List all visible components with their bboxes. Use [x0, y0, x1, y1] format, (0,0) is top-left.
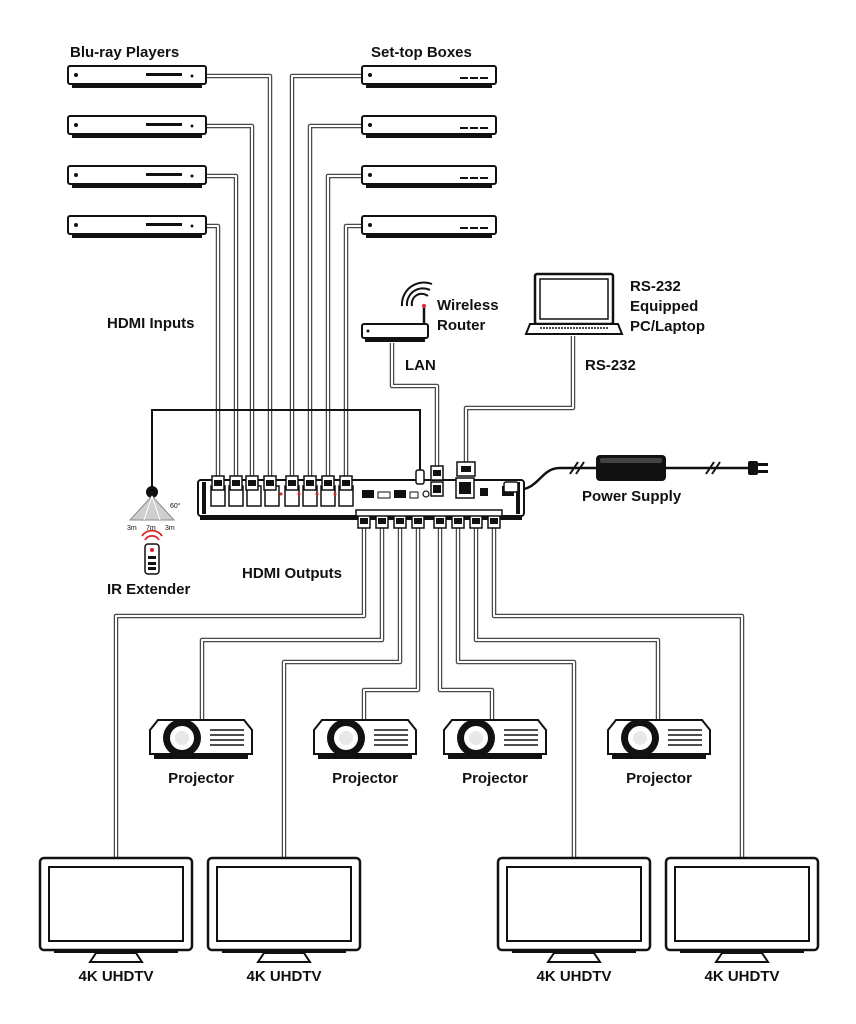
settop-box — [361, 65, 497, 89]
tv — [664, 856, 820, 964]
label-tv: 4K UHDTV — [704, 968, 779, 985]
lan-plug — [430, 465, 444, 481]
ir-cable — [151, 409, 421, 490]
ir-receiver — [128, 486, 176, 521]
power-supply — [596, 455, 666, 481]
wifi-icon — [400, 281, 433, 307]
projector — [149, 718, 253, 760]
tv — [496, 856, 652, 964]
tv — [38, 856, 194, 964]
label-settop-boxes: Set-top Boxes — [371, 44, 472, 61]
label-ir-dist-left: 3m — [127, 525, 137, 532]
label-hdmi-inputs: HDMI Inputs — [107, 315, 195, 332]
label-power-supply: Power Supply — [582, 488, 682, 505]
label-tv: 4K UHDTV — [78, 968, 153, 985]
wireless-router — [361, 281, 433, 342]
settop-box — [361, 165, 497, 189]
label-rs232: RS-232 — [585, 357, 636, 374]
label-rs232-pc-1: RS-232 — [630, 278, 681, 295]
tv — [206, 856, 362, 964]
label-lan: LAN — [405, 357, 436, 374]
bluray-player — [67, 165, 207, 189]
bluray-player — [67, 115, 207, 139]
label-wireless-router-2: Router — [437, 317, 485, 334]
hdmi-input-ports — [210, 485, 354, 507]
output-cables — [113, 528, 745, 858]
hdmi-matrix-switcher — [197, 477, 525, 520]
dc-plug — [503, 481, 519, 493]
bluray-player — [67, 65, 207, 89]
rs232-plug — [456, 461, 476, 477]
label-tv: 4K UHDTV — [536, 968, 611, 985]
output-connectors — [355, 509, 503, 529]
label-projector: Projector — [168, 770, 234, 787]
label-projector: Projector — [626, 770, 692, 787]
projector — [443, 718, 547, 760]
label-projector: Projector — [462, 770, 528, 787]
settop-box — [361, 215, 497, 239]
label-projector: Projector — [332, 770, 398, 787]
projector — [313, 718, 417, 760]
input-cables — [206, 73, 576, 486]
ir-plug — [415, 469, 425, 485]
label-ir-extender: IR Extender — [107, 581, 191, 598]
label-ir-dist-right: 3m — [165, 525, 175, 532]
label-ir-dist-mid: 7m — [146, 525, 156, 532]
label-ir-angle: 60° — [170, 502, 181, 510]
label-tv: 4K UHDTV — [246, 968, 321, 985]
power-plug — [748, 461, 768, 475]
bluray-player — [67, 215, 207, 239]
label-rs232-pc-3: PC/Laptop — [630, 318, 705, 335]
label-wireless-router-1: Wireless — [437, 297, 499, 314]
label-bluray-players: Blu-ray Players — [70, 44, 179, 61]
label-rs232-pc-2: Equipped — [630, 298, 698, 315]
projector — [607, 718, 711, 760]
laptop — [524, 272, 624, 335]
ir-remote — [141, 529, 163, 575]
label-hdmi-outputs: HDMI Outputs — [242, 565, 342, 582]
settop-box — [361, 115, 497, 139]
